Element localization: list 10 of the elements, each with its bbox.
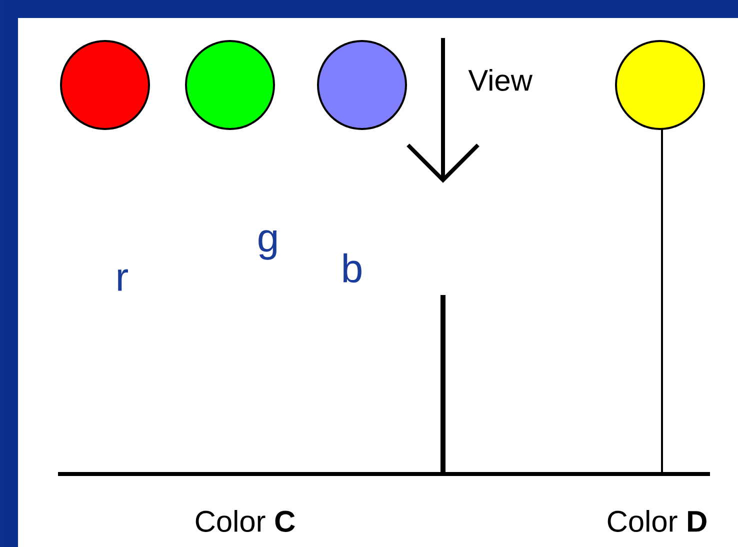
color-circle	[60, 40, 150, 130]
color-circle	[615, 40, 705, 130]
channel-letter: b	[343, 253, 362, 283]
channel-letter: r	[118, 269, 128, 291]
color-label: Color D	[608, 510, 706, 532]
view-label: View	[468, 69, 532, 91]
color-label: Color C	[196, 510, 295, 532]
color-circle	[185, 40, 275, 130]
channel-letter: g	[258, 230, 277, 260]
color-circle	[317, 40, 407, 130]
